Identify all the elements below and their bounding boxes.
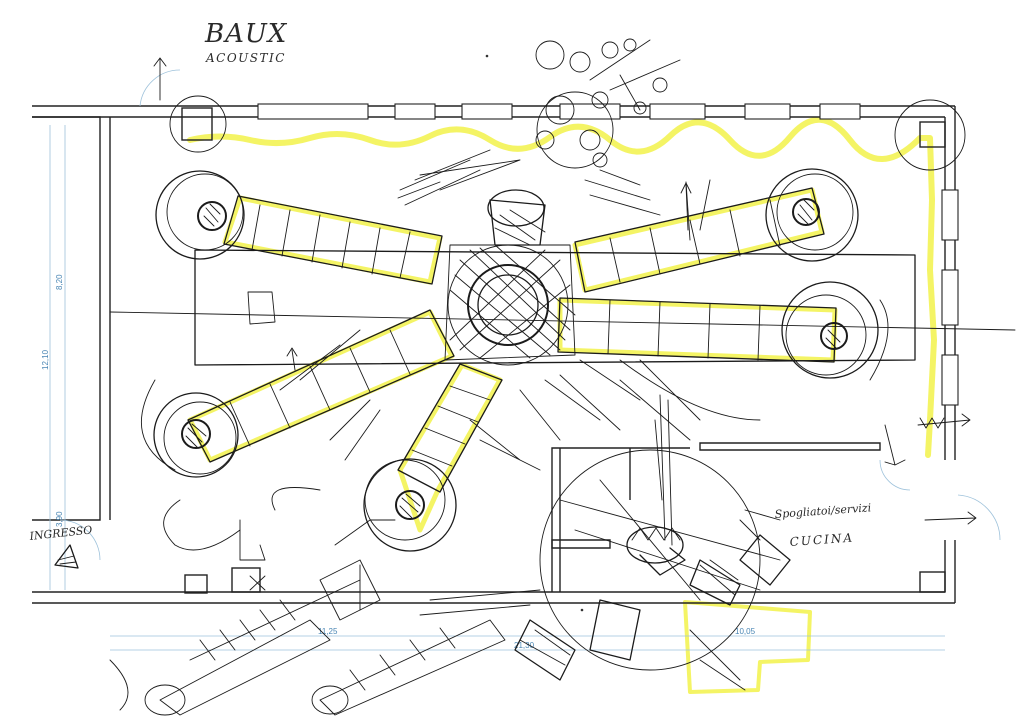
sketch-title: BAUX <box>204 19 288 49</box>
tree-scribbles <box>169 38 966 171</box>
entrance-marker <box>54 544 79 569</box>
arm-end-circles <box>153 168 879 552</box>
long-table-outline <box>109 249 1016 366</box>
circle-upper-left <box>155 170 245 260</box>
kitchen-note-line2: CUCINA <box>789 531 854 549</box>
circle-right <box>781 281 879 379</box>
circle-upper-right <box>765 168 859 262</box>
dim-bottom-left: 11,25 <box>318 627 338 636</box>
circle-lower-left <box>153 392 239 478</box>
dim-bottom-right: 10,05 <box>735 627 756 636</box>
dim-left-total: 12,10 <box>41 349 50 370</box>
pen-dot <box>580 608 584 612</box>
dim-left-lower: 3,90 <box>55 511 64 527</box>
pen-dot <box>485 54 489 58</box>
sketch-subtitle: ACOUSTIC <box>205 51 286 65</box>
yellow-highlights <box>187 116 937 694</box>
arrows <box>153 57 977 525</box>
sketch-strokes <box>140 149 889 611</box>
dim-left-upper: 8,20 <box>55 274 64 290</box>
dim-bottom-total: 21,30 <box>514 641 535 650</box>
central-hub <box>444 244 576 366</box>
exterior-sketches <box>109 559 541 716</box>
kitchen-area-sketch <box>514 394 791 691</box>
building-walls <box>32 69 1001 604</box>
dimension-lines <box>49 125 945 651</box>
radiating-arms <box>187 187 837 493</box>
circle-lower <box>363 458 457 552</box>
entrance-label: INGRESSO <box>28 523 93 543</box>
kitchen-note-line1: Spogliatoi/servizi <box>774 501 871 521</box>
